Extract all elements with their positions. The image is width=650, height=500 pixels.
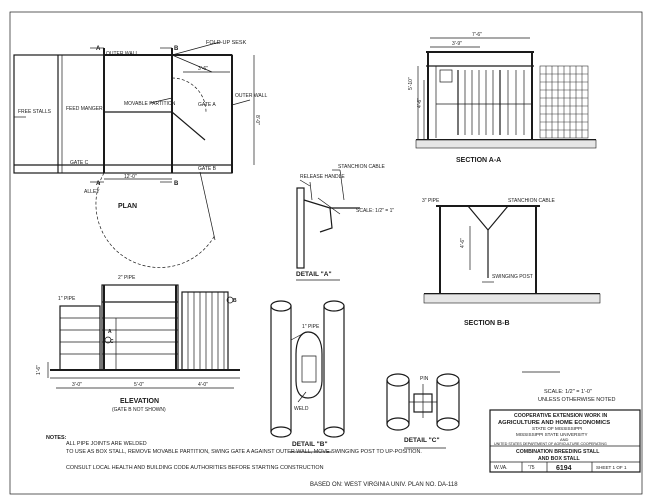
- plan-gate-b-label: GATE B: [198, 166, 217, 172]
- elevation-side-dim: 1'-6": [36, 365, 42, 375]
- detail-b-weld-label: WELD: [294, 406, 309, 412]
- elevation-pipe-left-label: 1" PIPE: [58, 296, 76, 302]
- section-bb-dim: 4'-6": [460, 238, 466, 248]
- scale-note: SCALE: 1/2" = 1'-0" UNLESS OTHERWISE NOT…: [522, 371, 616, 403]
- detail-a-view: STANCHION CABLE RELEASE HANDLE SCALE: 1/…: [296, 164, 394, 281]
- title-block-line-5: AND: [560, 437, 569, 442]
- plan-section-a-bottom: A: [96, 181, 101, 187]
- title-block-plan-no: 6194: [556, 465, 572, 472]
- title-block-state: W.VA.: [494, 465, 508, 471]
- title-block-line-1: COOPERATIVE EXTENSION WORK IN: [514, 413, 608, 419]
- title-block-line-3: STATE OF MISSISSIPPI: [532, 426, 582, 431]
- scale-note-line-2: UNLESS OTHERWISE NOTED: [538, 397, 616, 403]
- section-bb-stanchion-label: STANCHION CABLE: [508, 198, 556, 204]
- title-block-drawing-title-2: AND BOX STALL: [538, 456, 581, 462]
- title-block-line-6: UNITED STATES DEPARTMENT OF AGRICULTURE …: [494, 442, 607, 446]
- detail-c-view: PIN DETAIL "C": [386, 373, 460, 449]
- notes-block: NOTES: ALL PIPE JOINTS ARE WELDED TO USE…: [46, 435, 422, 471]
- section-bb-swinging-post-label: SWINGING POST: [492, 274, 533, 280]
- plan-movable-partition-label: MOVABLE PARTITION: [124, 101, 176, 107]
- elevation-dim-2: 5'-0": [134, 382, 144, 388]
- title-block-sheet: SHEET 1 OF 1: [596, 465, 627, 470]
- plan-alley-label: ALLEY: [84, 189, 100, 195]
- elevation-mark-c: C: [110, 339, 114, 345]
- title-block: COOPERATIVE EXTENSION WORK IN AGRICULTUR…: [489, 409, 641, 473]
- plan-section-a-top: A: [96, 46, 101, 52]
- elevation-gate-bars: [181, 291, 229, 371]
- detail-c-pin-label: PIN: [420, 376, 429, 382]
- plan-outer-wall-right-label: OUTER WALL: [235, 93, 268, 99]
- plan-gate-a-label: GATE A: [198, 102, 216, 108]
- section-aa-width-dim: 7'-6": [472, 32, 482, 38]
- notes-item-2-text: TO USE AS BOX STALL, REMOVE MOVABLE PART…: [66, 449, 422, 455]
- section-aa-grid-wall: [539, 65, 589, 139]
- section-aa-title: SECTION A-A: [456, 157, 501, 164]
- section-aa-height-dim: 5'-10": [408, 77, 414, 90]
- detail-b-pipe-label: 1" PIPE: [302, 324, 320, 330]
- title-block-line-2: AGRICULTURE AND HOME ECONOMICS: [498, 420, 610, 426]
- section-aa-view: 7'-6" 3'-9" 5'-10" 4'-6" SECTION A-A: [408, 32, 597, 164]
- detail-a-scale: SCALE: 1/2" = 1": [356, 208, 394, 214]
- scale-note-line-1: SCALE: 1/2" = 1'-0": [544, 389, 592, 395]
- notes-heading: NOTES:: [46, 435, 67, 441]
- elevation-pipe-top-label: 2" PIPE: [118, 275, 136, 281]
- plan-section-b-top: B: [174, 46, 179, 52]
- sheet-border: [9, 11, 643, 495]
- elevation-mark-a: A: [108, 329, 112, 335]
- plan-title: PLAN: [118, 203, 137, 210]
- notes-item-3: CONSULT LOCAL HEALTH AND BUILDING CODE A…: [66, 465, 324, 471]
- section-aa-bars: [457, 70, 525, 135]
- detail-a-release-handle: RELEASE HANDLE: [300, 174, 345, 180]
- plan-dim-3: 8'-0": [254, 115, 260, 125]
- elevation-title: ELEVATION: [120, 398, 159, 405]
- plan-fold-up-desk-label: FOLD-UP SESK: [206, 40, 247, 46]
- section-aa-height-dim-2: 4'-6": [417, 98, 423, 108]
- plan-outer-wall-label: OUTER WALL: [106, 51, 139, 57]
- plan-dim-2: 12'-0": [124, 174, 137, 180]
- elevation-dim-1: 3'-0": [72, 382, 82, 388]
- section-bb-view: 4'-6" 3" PIPE STANCHION CABLE SWINGING P…: [422, 198, 601, 327]
- elevation-subtitle: (GATE B NOT SHOWN): [112, 407, 166, 413]
- title-block-drawing-title-1: COMBINATION BREEDING STALL: [516, 449, 600, 455]
- plan-feed-manger-label: FEED MANGER: [66, 106, 103, 112]
- detail-a-stanchion-cable: STANCHION CABLE: [338, 164, 386, 170]
- notes-item-2: TO USE AS BOX STALL, REMOVE MOVABLE PART…: [66, 449, 422, 455]
- elevation-view: 2" PIPE 1" PIPE A C B 1'-6" 3'-0" 5'-0" …: [36, 275, 240, 413]
- plan-dim-1: 3'-6": [198, 66, 208, 72]
- detail-b-view: 1" PIPE WELD DETAIL "B": [270, 300, 345, 453]
- section-aa-inner-dim: 3'-9": [452, 41, 462, 47]
- title-block-year: '75: [528, 465, 535, 471]
- section-bb-title: SECTION B-B: [464, 320, 510, 327]
- elevation-dim-3: 4'-0": [198, 382, 208, 388]
- detail-b-title: DETAIL "B": [292, 441, 328, 448]
- detail-c-title: DETAIL "C": [404, 437, 440, 444]
- plan-gate-c-label: GATE C: [70, 160, 89, 166]
- plan-section-b-bottom: B: [174, 181, 179, 187]
- plan-view: A OUTER WALL B FOLD-UP SESK 3'-6" FREE S…: [13, 40, 268, 268]
- section-bb-pipe-label: 3" PIPE: [422, 198, 440, 204]
- title-block-line-4: MISSISSIPPI STATE UNIVERSITY: [516, 432, 588, 437]
- plan-free-stalls-label: FREE STALLS: [18, 109, 52, 115]
- elevation-mark-b: B: [233, 298, 237, 304]
- footer-based-on: BASED ON: WEST VIRGINIA UNIV. PLAN NO. D…: [310, 482, 458, 488]
- notes-item-1: ALL PIPE JOINTS ARE WELDED: [66, 441, 147, 447]
- detail-a-title: DETAIL "A": [296, 271, 332, 278]
